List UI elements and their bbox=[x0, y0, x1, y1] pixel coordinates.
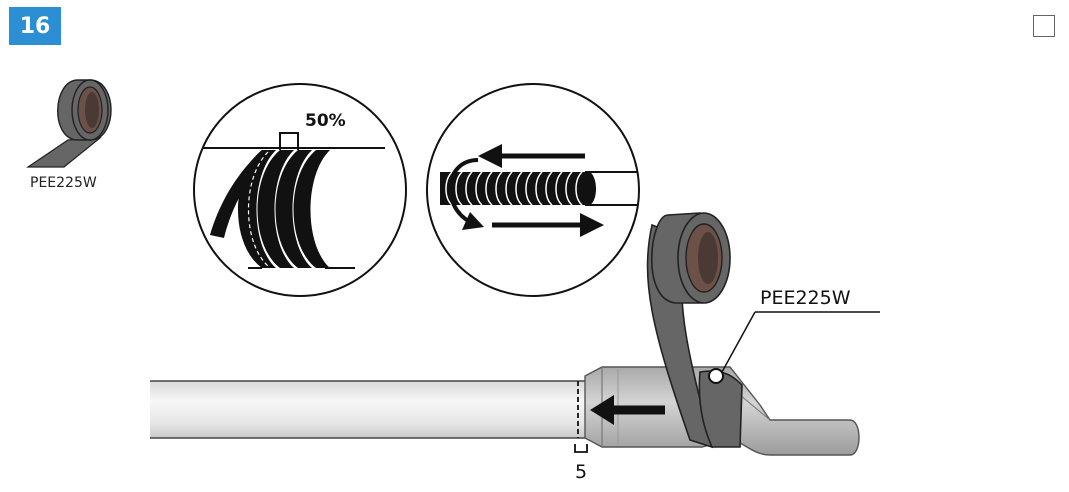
tape-icon-label: PEE225W bbox=[30, 175, 97, 191]
callout-label: PEE225W bbox=[760, 287, 851, 309]
dimension-bracket bbox=[574, 444, 588, 453]
tape-roll-on-lug bbox=[646, 212, 743, 449]
wrap-coils bbox=[445, 171, 583, 206]
overlap-label: 50% bbox=[305, 111, 346, 131]
dimension-label: 5 bbox=[575, 461, 587, 483]
tape-roll-icon bbox=[26, 79, 112, 168]
step-number-badge: 16 bbox=[9, 7, 61, 45]
wrap-direction-detail-circle bbox=[426, 83, 640, 297]
cable bbox=[150, 380, 590, 439]
wrap-direction-arrow bbox=[590, 395, 665, 425]
step-complete-checkbox[interactable] bbox=[1033, 15, 1055, 37]
tape-callout: PEE225W bbox=[708, 287, 880, 384]
overlap-detail-circle: 50% bbox=[193, 83, 407, 297]
